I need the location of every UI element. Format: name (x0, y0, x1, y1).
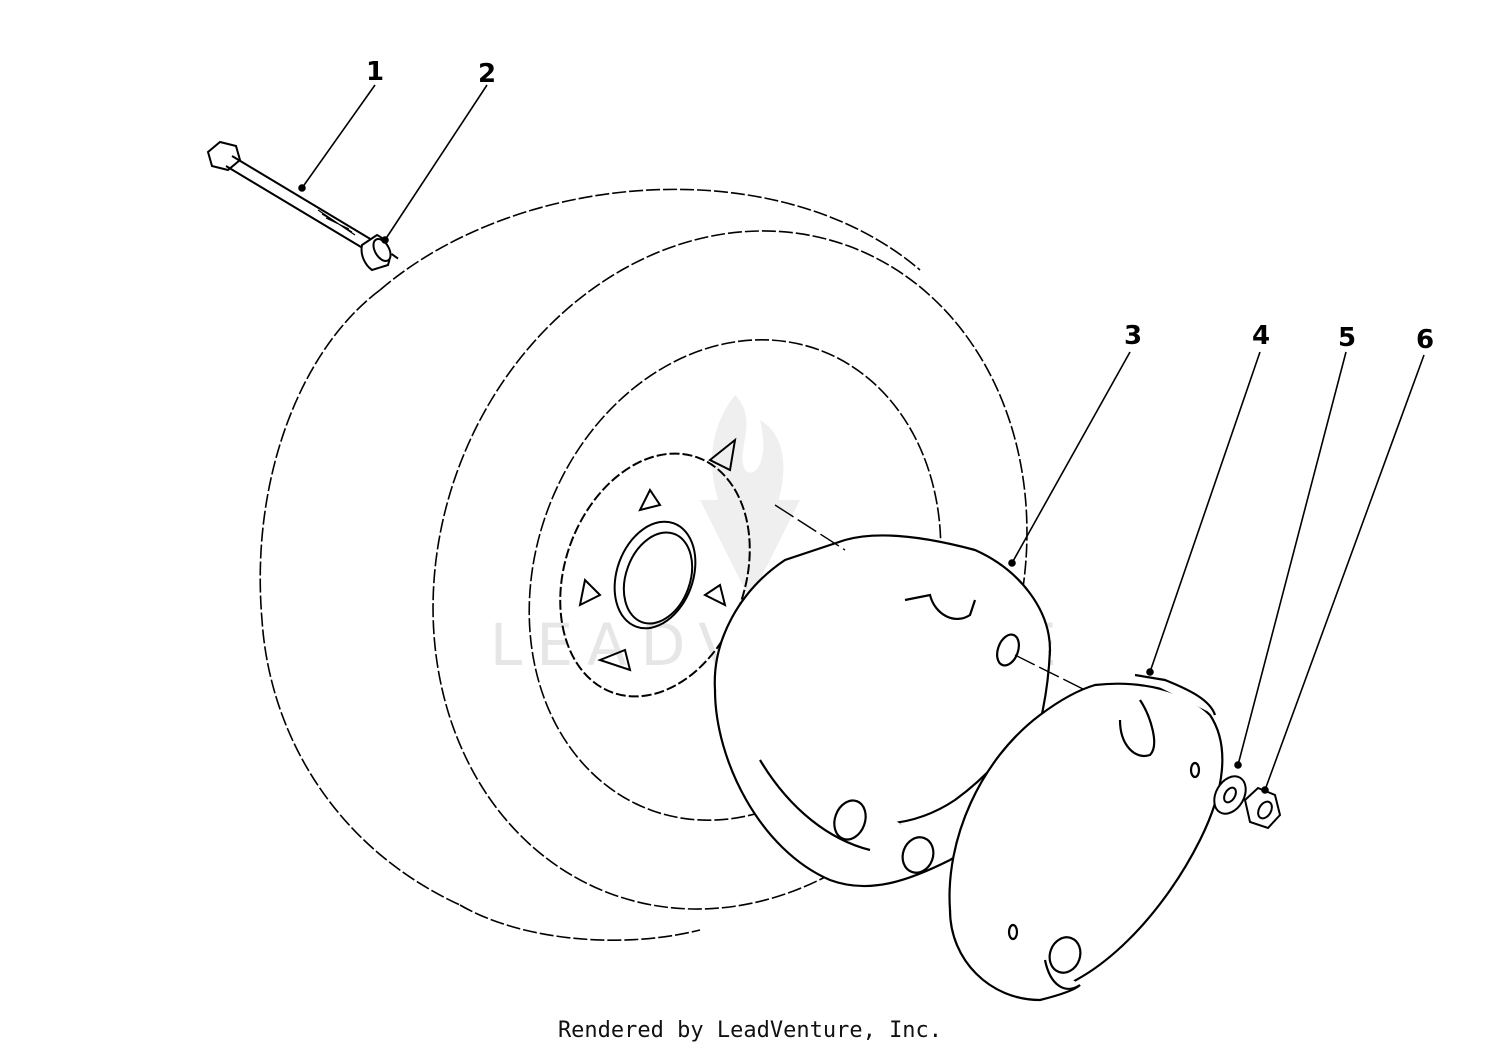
callout-5: 5 (1338, 323, 1356, 353)
spacer (360, 233, 392, 272)
washer (1213, 775, 1247, 815)
callout-2: 2 (478, 59, 496, 89)
leader-lines (298, 84, 1425, 794)
callout-6: 6 (1416, 325, 1434, 355)
callout-1: 1 (366, 57, 384, 87)
wheel-rim (559, 437, 751, 698)
lock-nut (1243, 786, 1282, 830)
callout-4: 4 (1252, 321, 1270, 351)
assembly-centerline (774, 504, 1086, 691)
bolt (206, 140, 401, 261)
wheel-weight-outer (948, 673, 1224, 1002)
callout-3: 3 (1124, 321, 1142, 351)
leadventure-watermark-logo (700, 395, 800, 600)
render-credit: Rendered by LeadVenture, Inc. (557, 1018, 943, 1043)
